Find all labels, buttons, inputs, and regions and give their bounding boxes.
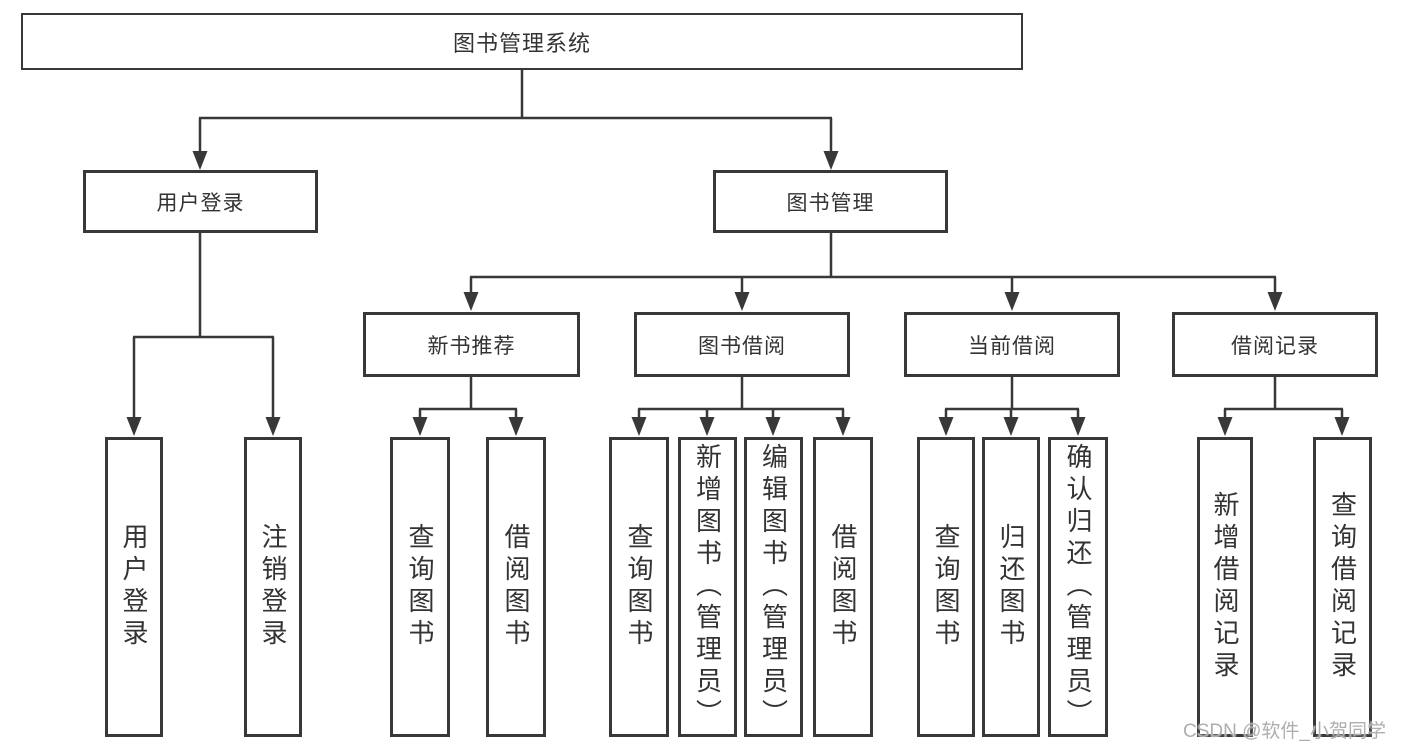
leaf-user-login-label: 用户登录 (119, 523, 149, 651)
leaf-query-borrow-record: 查询借阅记录 (1313, 437, 1372, 737)
node-user-login-module: 用户登录 (83, 170, 318, 233)
leaf-add-book-admin-label: 新增图书（管理员） (692, 443, 723, 731)
leaf-query-book-borrowing-label: 查询图书 (624, 523, 654, 651)
arrowheads (126, 151, 1350, 436)
leaf-add-borrow-record-label: 新增借阅记录 (1210, 491, 1240, 683)
leaf-confirm-return-admin: 确认归还（管理员） (1048, 437, 1108, 737)
leaf-confirm-return-admin-label: 确认归还（管理员） (1063, 443, 1093, 731)
node-book-borrowing: 图书借阅 (634, 312, 850, 377)
leaf-borrow-book-recommend-label: 借阅图书 (501, 523, 531, 651)
leaf-borrow-book-label: 借阅图书 (828, 523, 858, 651)
leaf-add-book-admin: 新增图书（管理员） (678, 437, 737, 737)
leaf-logout: 注销登录 (244, 437, 302, 737)
node-current-borrowing: 当前借阅 (904, 312, 1120, 377)
leaf-query-book-current-label: 查询图书 (931, 523, 961, 651)
leaf-add-borrow-record: 新增借阅记录 (1197, 437, 1253, 737)
node-borrowing-records: 借阅记录 (1172, 312, 1378, 377)
leaf-borrow-book: 借阅图书 (813, 437, 873, 737)
leaf-edit-book-admin-label: 编辑图书（管理员） (758, 443, 789, 731)
leaf-user-login: 用户登录 (105, 437, 163, 737)
leaf-query-book-current: 查询图书 (917, 437, 975, 737)
leaf-query-book-recommend-label: 查询图书 (405, 523, 435, 651)
node-system-root: 图书管理系统 (21, 13, 1023, 70)
leaf-edit-book-admin: 编辑图书（管理员） (744, 437, 803, 737)
leaf-query-book-recommend: 查询图书 (390, 437, 450, 737)
leaf-logout-label: 注销登录 (258, 523, 288, 651)
csdn-watermark: CSDN @软件_小贺同学 (1183, 721, 1386, 742)
node-new-book-recommend: 新书推荐 (363, 312, 580, 377)
leaf-return-book-label: 归还图书 (996, 523, 1026, 651)
leaf-query-borrow-record-label: 查询借阅记录 (1327, 491, 1358, 683)
leaf-return-book: 归还图书 (982, 437, 1040, 737)
leaf-query-book-borrowing: 查询图书 (609, 437, 669, 737)
leaf-borrow-book-recommend: 借阅图书 (486, 437, 546, 737)
node-book-management-module: 图书管理 (713, 170, 948, 233)
